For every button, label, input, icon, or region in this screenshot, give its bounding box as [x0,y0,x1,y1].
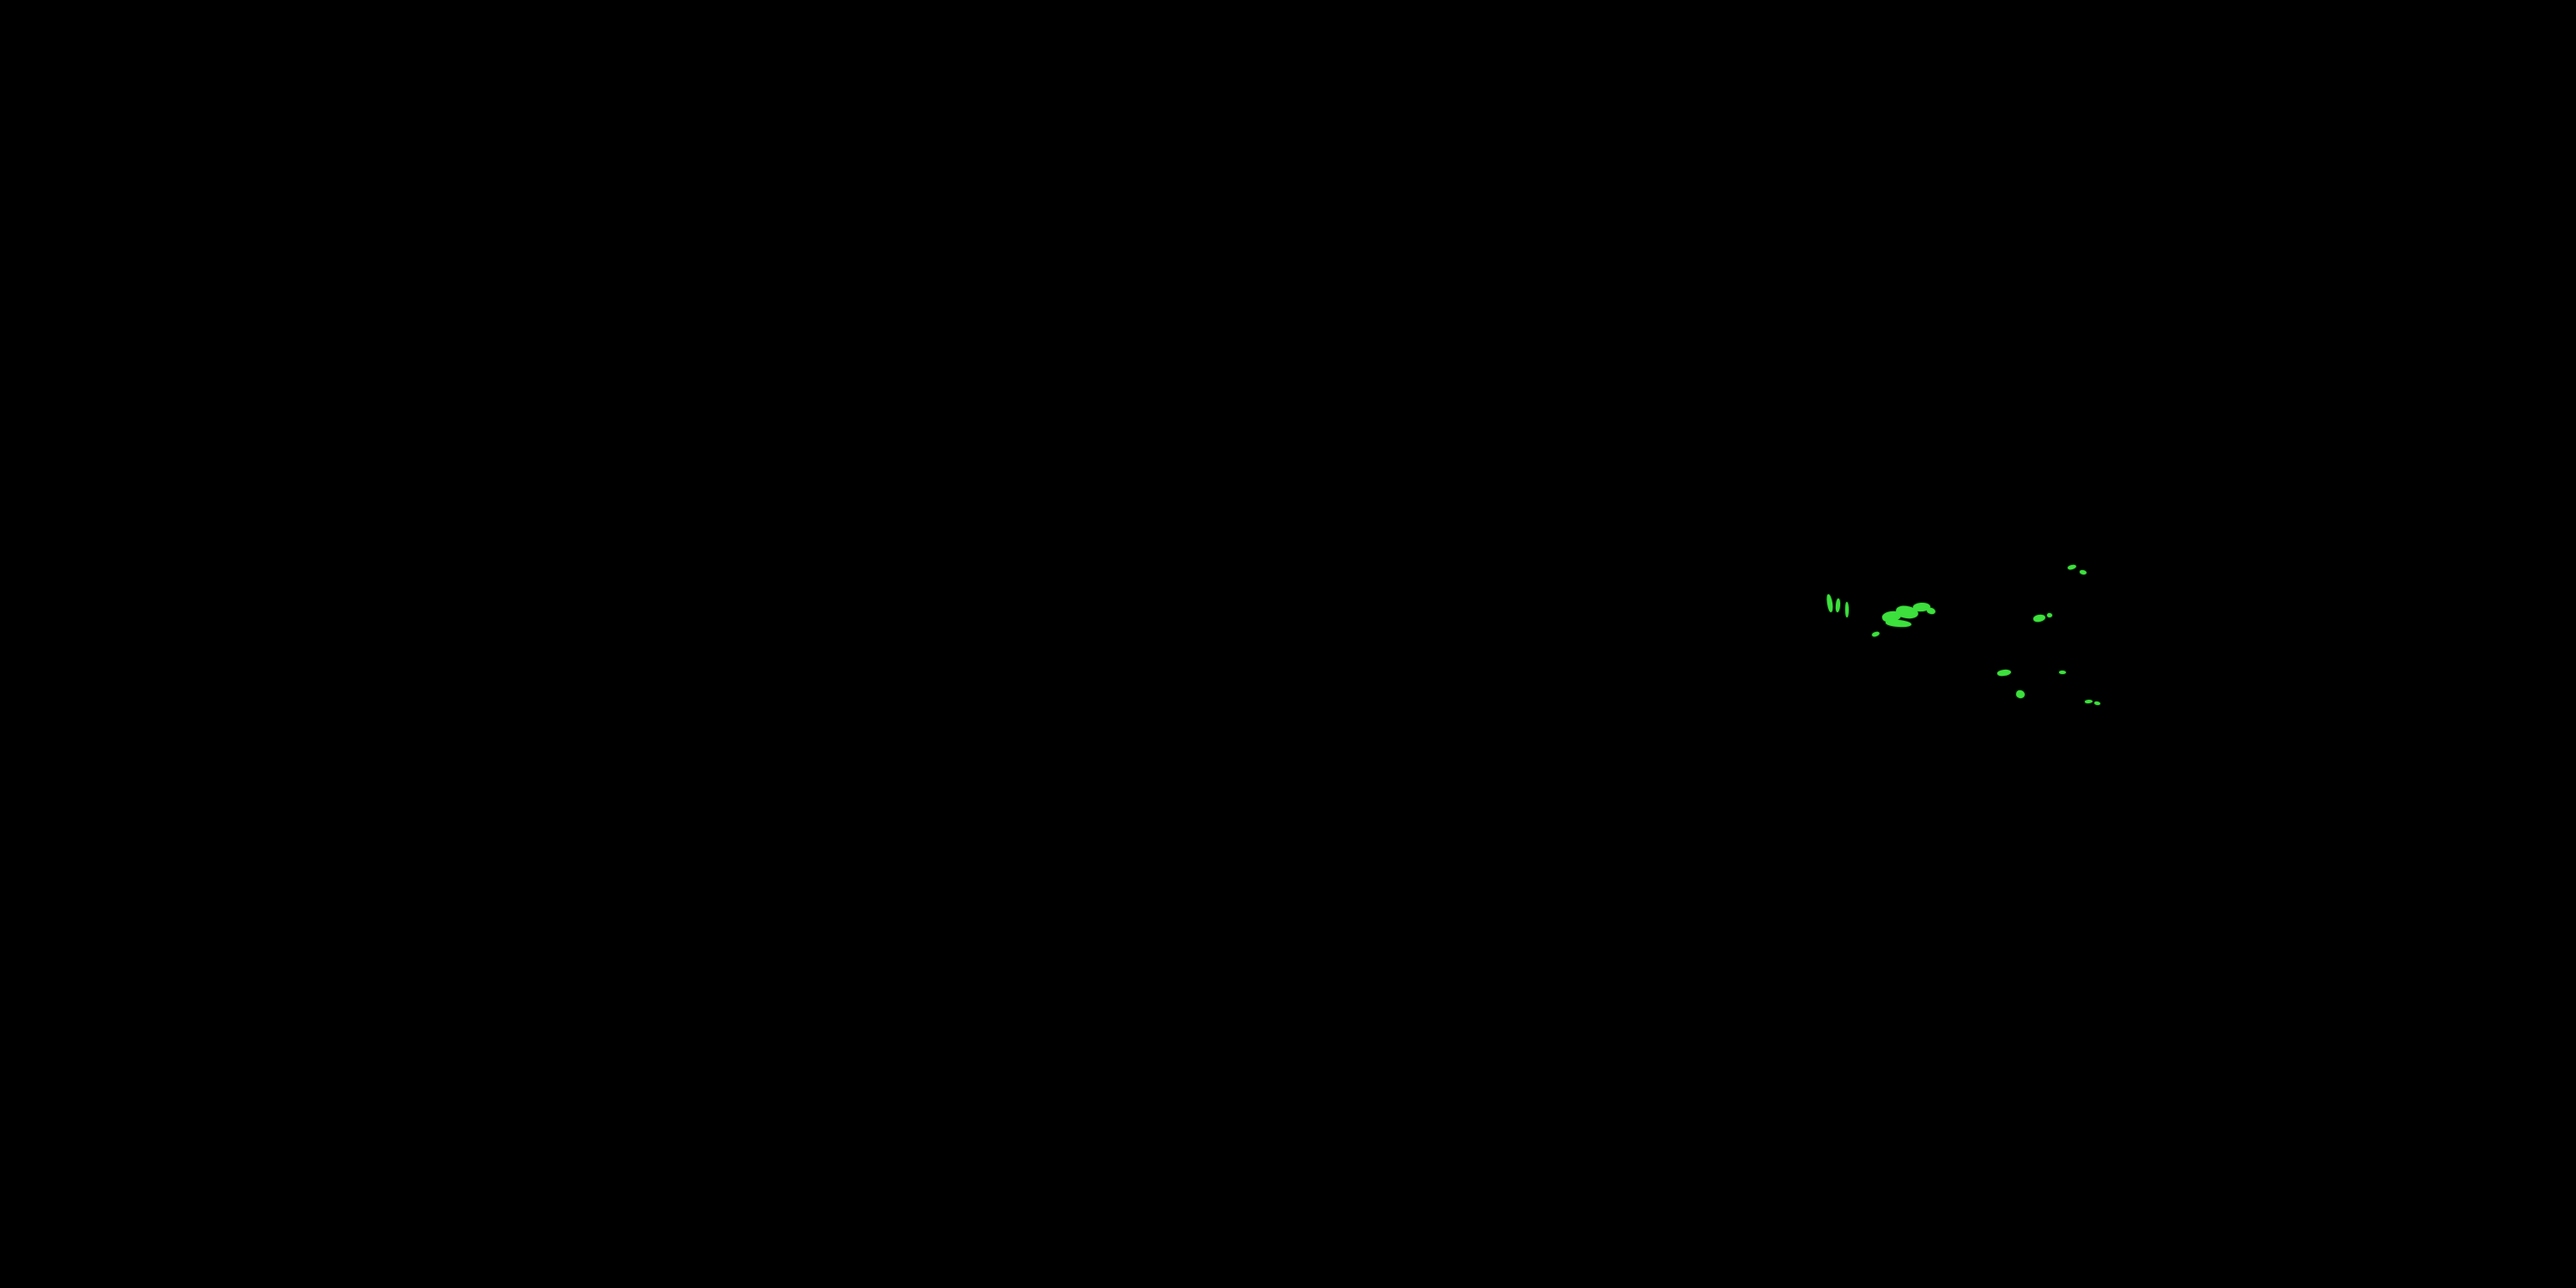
green-blob [1926,606,1936,616]
green-blob [1835,598,1841,613]
green-blob [1826,593,1834,613]
green-blob [2032,613,2046,623]
green-blob [2059,671,2066,674]
green-blob [1845,602,1849,617]
green-blob [2093,701,2101,706]
green-blob [2067,563,2077,571]
green-blob [2079,569,2087,575]
green-blob [1871,630,1880,638]
green-blob [2047,613,2052,617]
green-blob [1885,618,1912,629]
green-blob [2015,690,2026,699]
green-blob [1996,668,2012,677]
green-blob [2084,699,2093,704]
